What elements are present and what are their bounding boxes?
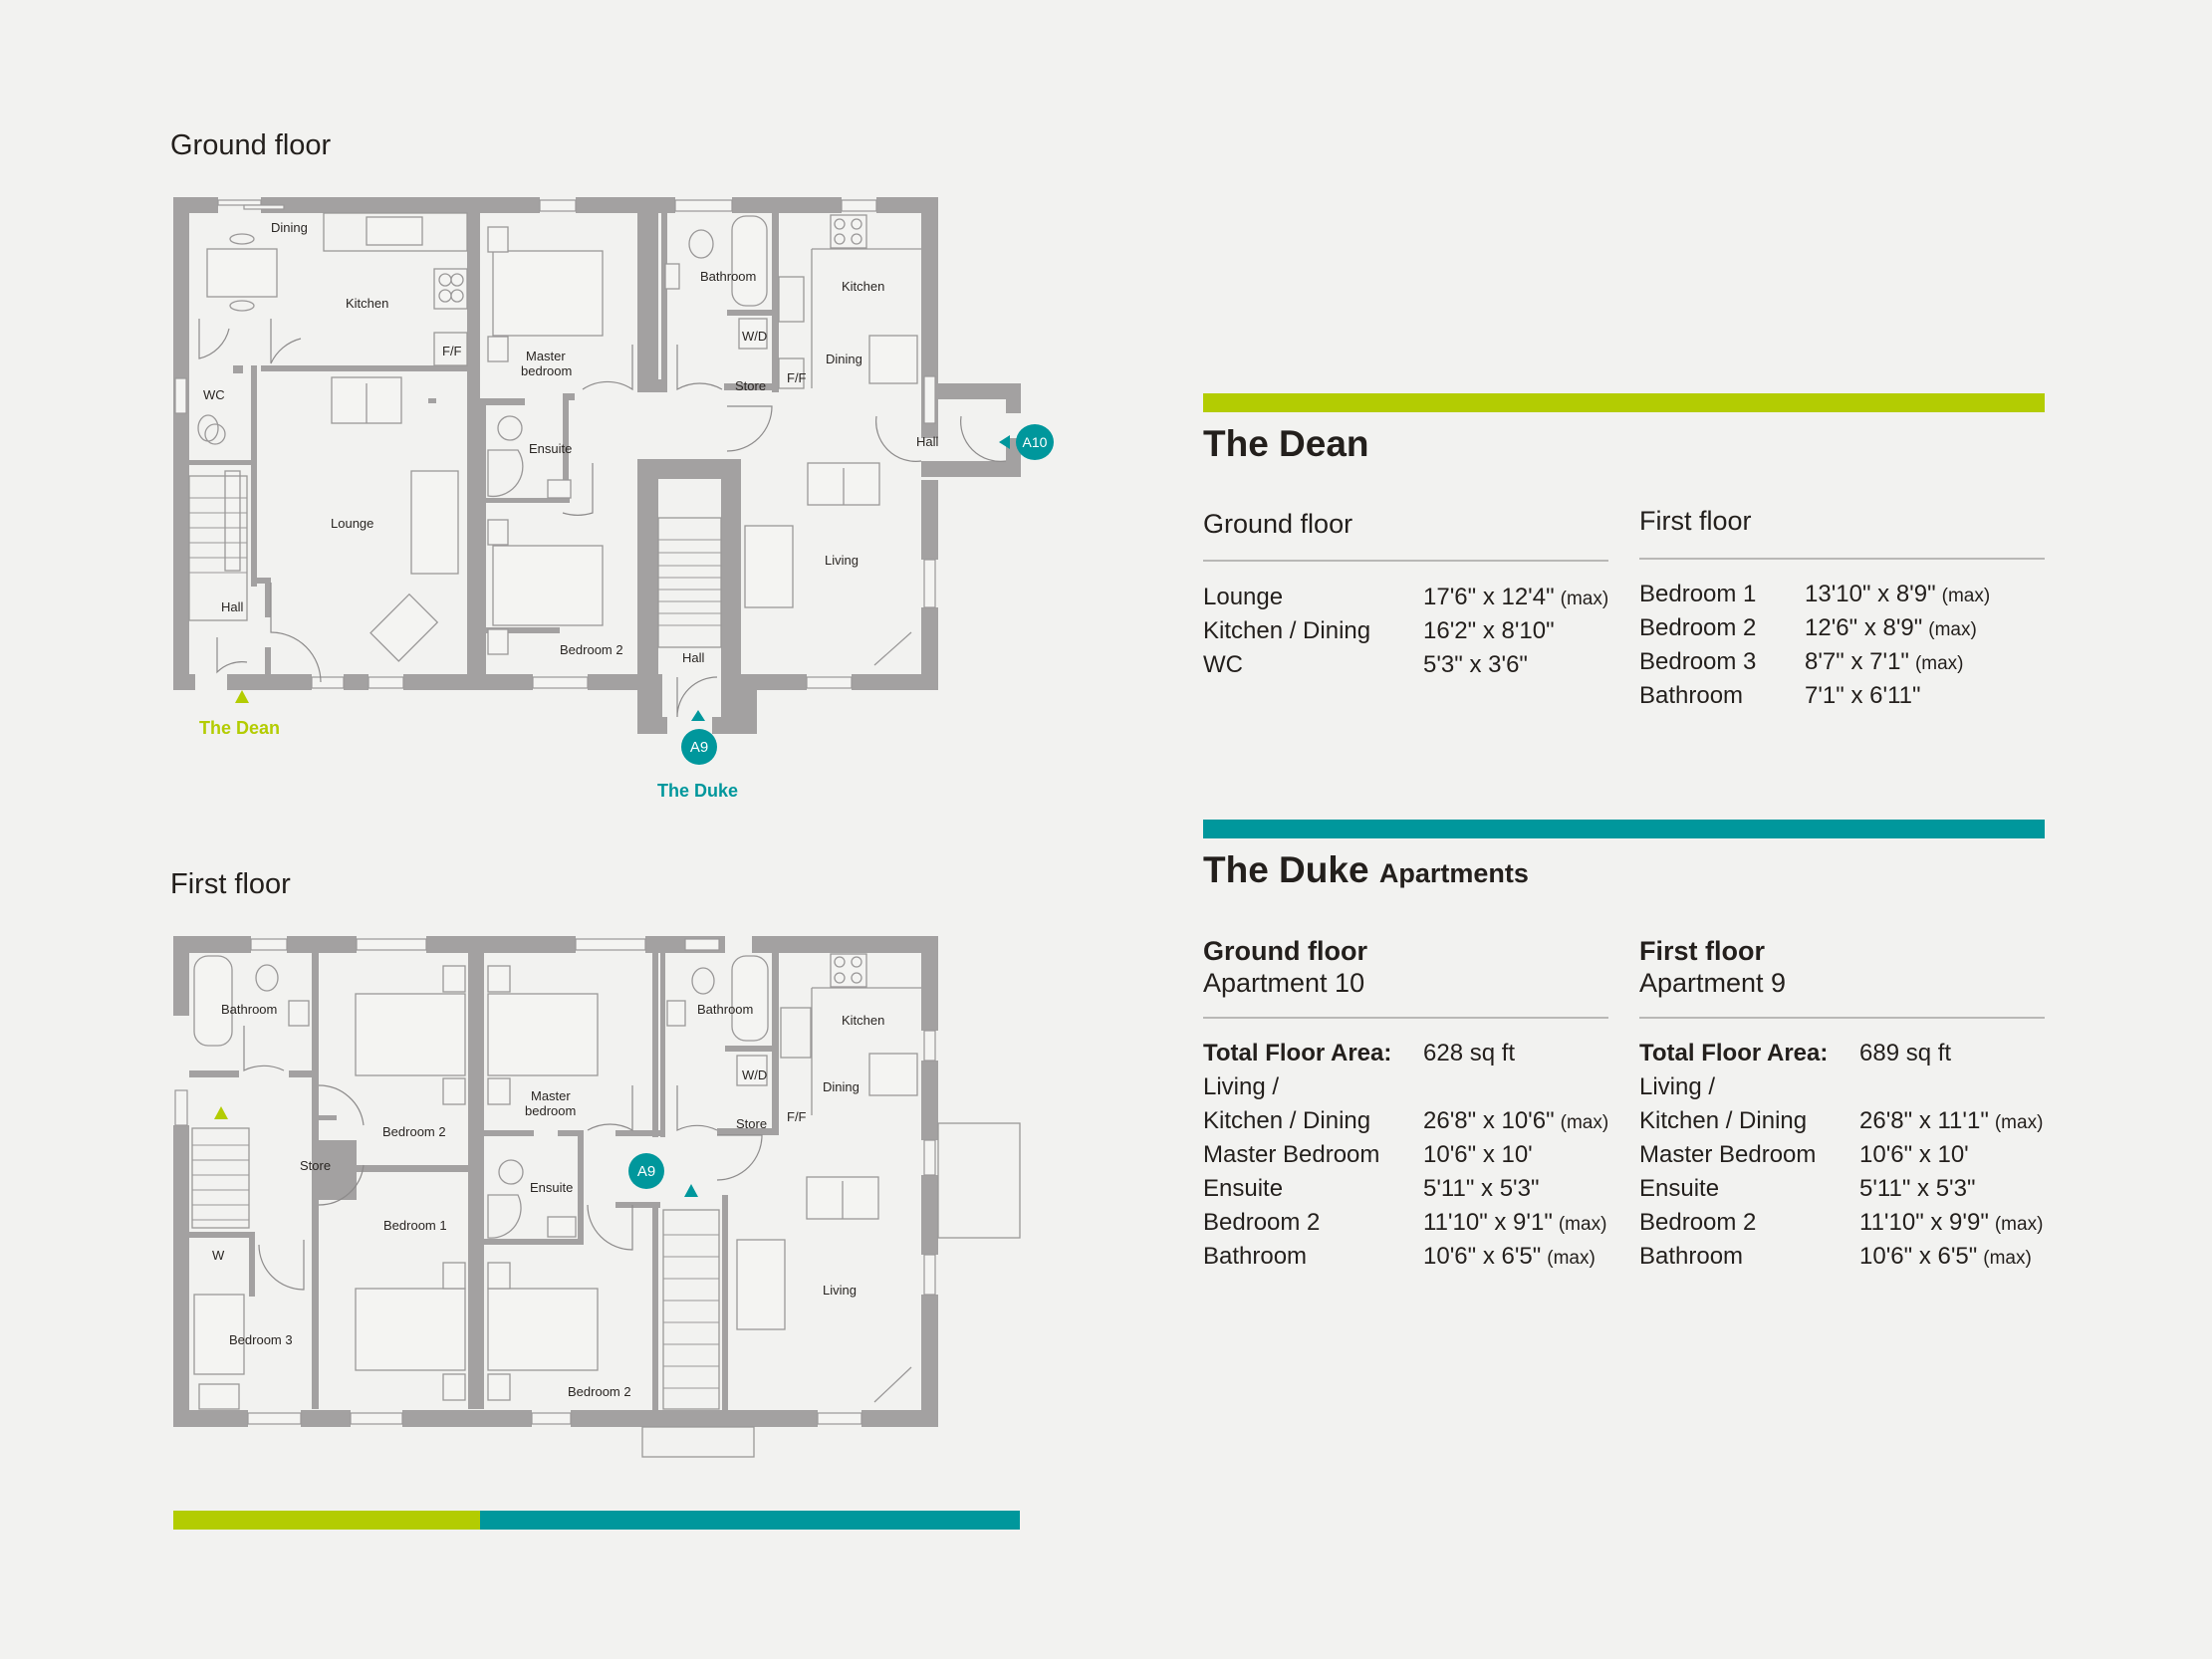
room-hall2: Hall xyxy=(916,434,939,449)
room-bathroom: Bathroom xyxy=(221,1002,277,1017)
footer-bar-lime xyxy=(173,1511,480,1530)
room-bedroom1: Bedroom 1 xyxy=(383,1218,447,1233)
room-bedroom2: Bedroom 2 xyxy=(560,642,623,657)
duke-a10-entrance-arrow-icon xyxy=(999,435,1010,449)
ground-floor-plan: Dining Kitchen F/F WC Lounge Hall Master… xyxy=(173,197,1021,734)
room-bedroom2b: Bedroom 2 xyxy=(568,1384,631,1399)
duke-title: The Duke Apartments xyxy=(1203,849,1529,890)
dean-first-rule xyxy=(1639,558,2045,560)
room-dining: Dining xyxy=(823,1079,860,1094)
room-dining: Dining xyxy=(271,220,308,235)
room-wd: W/D xyxy=(742,329,767,344)
room-store: Store xyxy=(300,1158,331,1173)
room-ff: F/F xyxy=(787,1109,807,1124)
duke-first-rule xyxy=(1639,1017,2045,1019)
ground-walls xyxy=(173,197,1021,734)
room-wc: WC xyxy=(203,387,225,402)
duke-entrance-label: The Duke xyxy=(657,781,739,801)
ground-room-labels: Dining Kitchen F/F WC Lounge Hall Master… xyxy=(203,220,939,665)
room-store: Store xyxy=(735,378,766,393)
badge-a10: A10 xyxy=(1016,424,1054,460)
duke-ground-subheading: Apartment 10 xyxy=(1203,968,1365,998)
duke-a9-entrance-arrow-icon xyxy=(691,710,705,721)
ground-fixtures xyxy=(188,212,921,666)
room-bedroom3: Bedroom 3 xyxy=(229,1332,293,1347)
room-bathroom2: Bathroom xyxy=(697,1002,753,1017)
first-floor-plan: Bathroom Bedroom 2 Store Bedroom 1 W Bed… xyxy=(173,936,1021,1458)
room-living: Living xyxy=(825,553,859,568)
first-walls xyxy=(173,936,938,1427)
dean-ground-heading: Ground floor xyxy=(1203,509,1353,539)
duke-first-subheading: Apartment 9 xyxy=(1639,968,1787,998)
dean-entrance-label: The Dean xyxy=(199,718,281,738)
first-fixtures xyxy=(191,953,921,1410)
room-w: W xyxy=(212,1248,225,1263)
room-store2: Store xyxy=(736,1116,767,1131)
room-ff2: F/F xyxy=(787,370,807,385)
room-kitchen: Kitchen xyxy=(346,296,388,311)
room-ensuite: Ensuite xyxy=(529,441,572,456)
duke-ground-heading: Ground floor xyxy=(1203,936,1367,966)
dean-ground-rule xyxy=(1203,560,1608,562)
room-bedroom2: Bedroom 2 xyxy=(382,1124,446,1139)
room-kitchen2: Kitchen xyxy=(842,279,884,294)
room-living: Living xyxy=(823,1283,857,1298)
duke-stairs-arrow-icon xyxy=(684,1184,698,1197)
dean-stairs-arrow-icon xyxy=(214,1106,228,1119)
first-floor-heading: First floor xyxy=(170,868,291,900)
room-hall3: Hall xyxy=(682,650,705,665)
ground-windows xyxy=(174,199,936,689)
ground-doors xyxy=(198,319,1007,718)
duke-subtitle: Apartments xyxy=(1378,858,1529,888)
first-room-labels: Bathroom Bedroom 2 Store Bedroom 1 W Bed… xyxy=(212,1002,884,1399)
room-ff: F/F xyxy=(442,344,462,358)
room-kitchen: Kitchen xyxy=(842,1013,884,1028)
room-master-2: bedroom xyxy=(525,1103,576,1118)
first-doors xyxy=(243,1026,763,1291)
duke-ground-rule xyxy=(1203,1017,1608,1019)
duke-accent-bar xyxy=(1203,820,2045,838)
room-ensuite: Ensuite xyxy=(530,1180,573,1195)
badge-a9-ground: A9 xyxy=(681,729,717,765)
badge-a9-first: A9 xyxy=(628,1153,664,1189)
ground-floor-heading: Ground floor xyxy=(170,129,332,161)
room-master-2: bedroom xyxy=(521,363,572,378)
dean-accent-bar xyxy=(1203,393,2045,412)
room-wd: W/D xyxy=(742,1067,767,1082)
room-master-1: Master xyxy=(531,1088,571,1103)
first-windows xyxy=(174,938,1021,1458)
room-bathroom: Bathroom xyxy=(700,269,756,284)
dean-entrance-arrow-icon xyxy=(235,690,249,703)
room-lounge: Lounge xyxy=(331,516,373,531)
dean-first-heading: First floor xyxy=(1639,506,1752,536)
duke-first-heading: First floor xyxy=(1639,936,1765,966)
footer-bar-teal xyxy=(480,1511,1020,1530)
room-dining2: Dining xyxy=(826,352,862,366)
room-master-1: Master xyxy=(526,349,566,363)
room-hall: Hall xyxy=(221,599,244,614)
dean-title: The Dean xyxy=(1203,423,1369,464)
